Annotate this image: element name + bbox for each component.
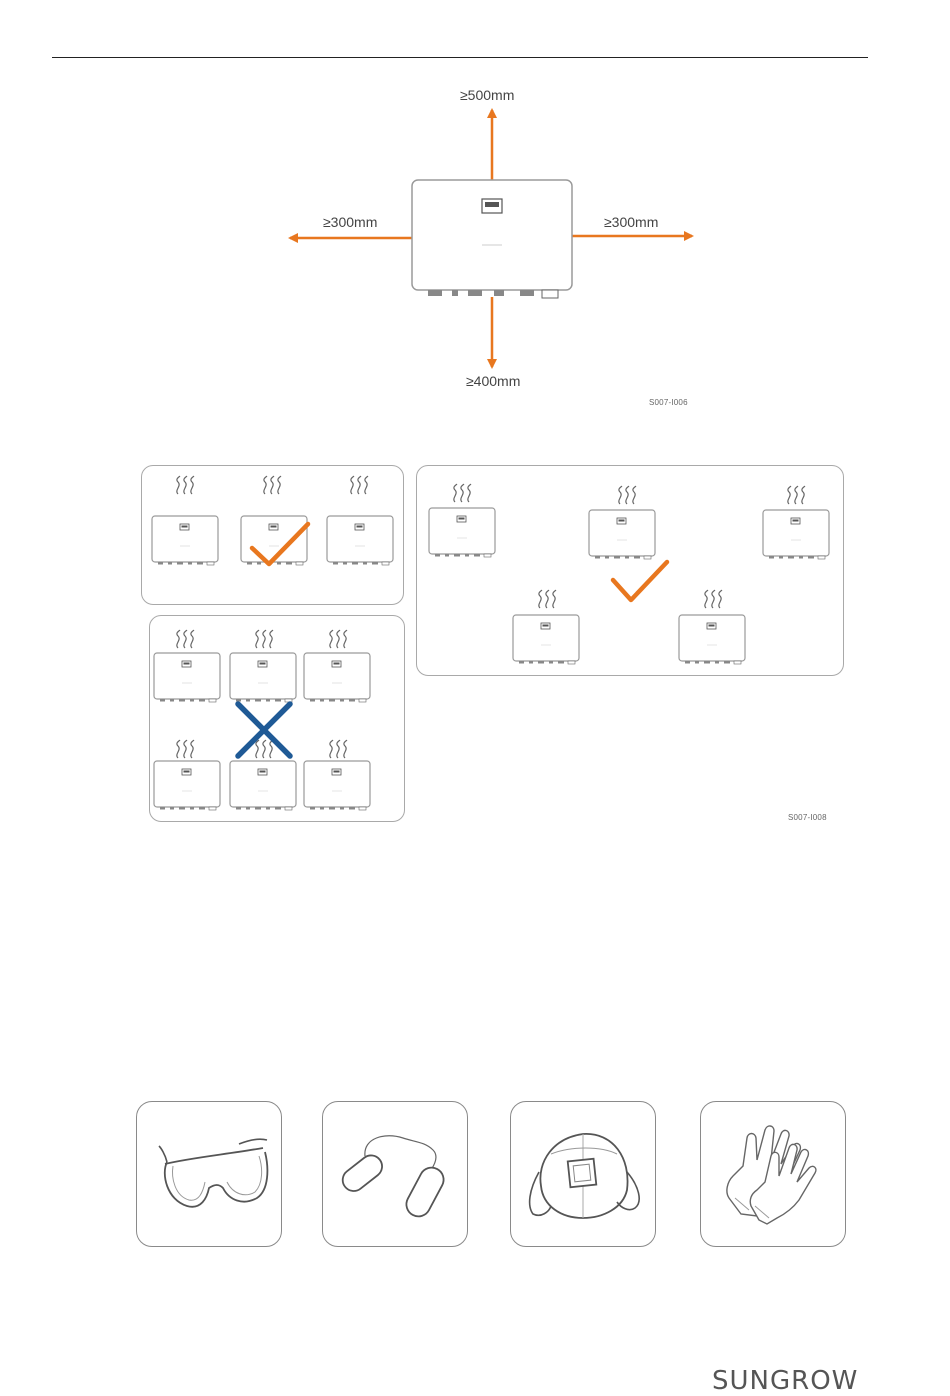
- clearance-arrows: [280, 85, 710, 415]
- cross-icon: [238, 704, 290, 756]
- safety-goggles-icon: [137, 1102, 280, 1245]
- clearance-top-label: ≥500mm: [460, 87, 514, 103]
- clearance-left-label: ≥300mm: [323, 214, 377, 230]
- ppe-card-mask: [510, 1101, 656, 1247]
- clearance-right-label: ≥300mm: [604, 214, 658, 230]
- arrangement-figure-code: S007-I008: [788, 813, 827, 822]
- checkmark-icon: [613, 562, 667, 600]
- staggered-drawing: [417, 466, 845, 677]
- earplugs-icon: [323, 1102, 466, 1245]
- clearance-figure: ≥500mm ≥300mm ≥300mm ≥400mm S007-I006: [280, 85, 710, 415]
- stacked-drawing: [150, 616, 406, 823]
- arrangement-stacked-panel: [149, 615, 405, 822]
- arrangement-staggered-panel: [416, 465, 844, 676]
- protective-gloves-icon: [701, 1102, 844, 1245]
- clearance-bottom-label: ≥400mm: [466, 373, 520, 389]
- inverter-large: [412, 180, 572, 298]
- single-row-drawing: [142, 466, 405, 606]
- header-rule: [52, 57, 868, 58]
- dust-mask-icon: [511, 1102, 654, 1245]
- ppe-card-gloves: [700, 1101, 846, 1247]
- arrangement-single-row-panel: [141, 465, 404, 605]
- ppe-card-goggles: [136, 1101, 282, 1247]
- clearance-figure-code: S007-I006: [649, 398, 688, 407]
- sungrow-logo: SUNGROW: [712, 1366, 858, 1396]
- ppe-card-earplugs: [322, 1101, 468, 1247]
